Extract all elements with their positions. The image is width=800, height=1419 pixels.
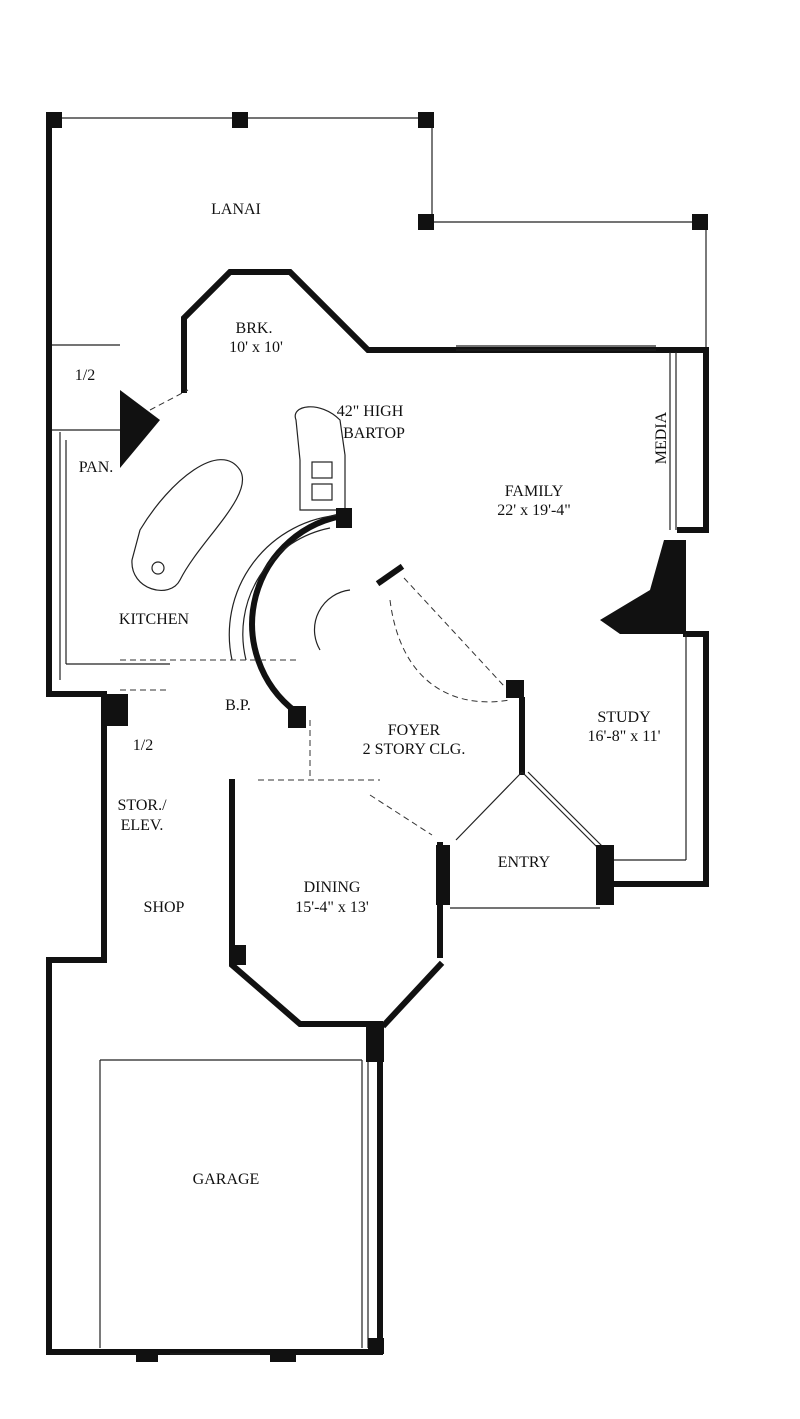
label-family-dim: 22' x 19'-4" <box>497 502 571 519</box>
label-dining-dim: 15'-4" x 13' <box>295 899 369 916</box>
label-bartop-line1: 42" HIGH <box>337 403 404 420</box>
label-bartop-line2: BARTOP <box>343 425 405 442</box>
lanai-posts <box>46 112 708 230</box>
label-entry: ENTRY <box>498 854 551 871</box>
label-family-name: FAMILY <box>505 483 564 500</box>
label-dining-name: DINING <box>304 879 361 896</box>
label-study-dim: 16'-8" x 11' <box>587 728 660 745</box>
label-shop: SHOP <box>144 899 185 916</box>
label-garage: GARAGE <box>193 1171 260 1188</box>
label-brk-name: BRK. <box>236 320 273 337</box>
dashed-lines <box>120 389 511 836</box>
label-lanai: LANAI <box>211 201 261 218</box>
lanai-outline <box>50 117 707 350</box>
label-stor-line2: ELEV. <box>121 817 164 834</box>
label-brk-dim: 10' x 10' <box>229 339 283 356</box>
label-media: MEDIA <box>653 411 670 464</box>
interior-lines <box>52 344 687 1355</box>
label-study-name: STUDY <box>597 709 651 726</box>
label-half-bath-top: 1/2 <box>75 367 95 384</box>
label-stor-line1: STOR./ <box>117 797 167 814</box>
kitchen-fixtures <box>131 406 351 661</box>
wall-fills <box>104 390 686 1362</box>
label-bp: B.P. <box>225 697 251 714</box>
label-foyer-name: FOYER <box>388 722 441 739</box>
label-pan: PAN. <box>79 459 114 476</box>
label-kitchen: KITCHEN <box>119 611 190 628</box>
label-half-bath-bottom: 1/2 <box>133 737 153 754</box>
label-foyer-dim: 2 STORY CLG. <box>363 741 466 758</box>
room-labels: LANAI BRK. 10' x 10' 1/2 PAN. 42" HIGH B… <box>75 201 670 1188</box>
